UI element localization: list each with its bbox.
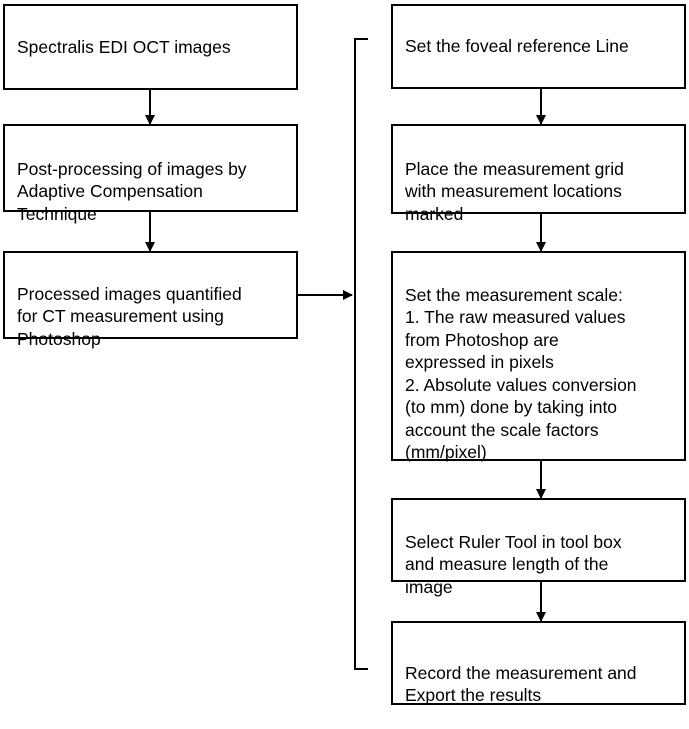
right-step-4-text: Select Ruler Tool in tool box and measur… <box>405 531 622 597</box>
right-step-1-text: Set the foveal reference Line <box>405 36 629 57</box>
right-step-5-box: Record the measurement and Export the re… <box>391 621 686 705</box>
left-step-1-box: Spectralis EDI OCT images <box>3 4 298 90</box>
right-step-4-box: Select Ruler Tool in tool box and measur… <box>391 498 686 597</box>
right-step-3-box: Set the measurement scale: 1. The raw me… <box>391 251 686 463</box>
right-step-1-box: Set the foveal reference Line <box>391 4 686 89</box>
right-step-2-text: Place the measurement grid with measurem… <box>405 158 624 224</box>
bracket <box>354 38 368 670</box>
left-step-2-text: Post-processing of images by Adaptive Co… <box>17 158 247 224</box>
left-step-2-box: Post-processing of images by Adaptive Co… <box>3 124 298 224</box>
flowchart: Spectralis EDI OCT images Post-processin… <box>3 4 686 705</box>
left-step-3-text: Processed images quantified for CT measu… <box>17 283 242 349</box>
right-step-2-box: Place the measurement grid with measurem… <box>391 124 686 224</box>
right-step-3-text: Set the measurement scale: 1. The raw me… <box>405 284 637 463</box>
connector-lines <box>145 38 546 670</box>
left-step-3-box: Processed images quantified for CT measu… <box>3 251 298 349</box>
left-step-1-text: Spectralis EDI OCT images <box>17 36 231 57</box>
right-step-5-text: Record the measurement and Export the re… <box>405 662 637 706</box>
